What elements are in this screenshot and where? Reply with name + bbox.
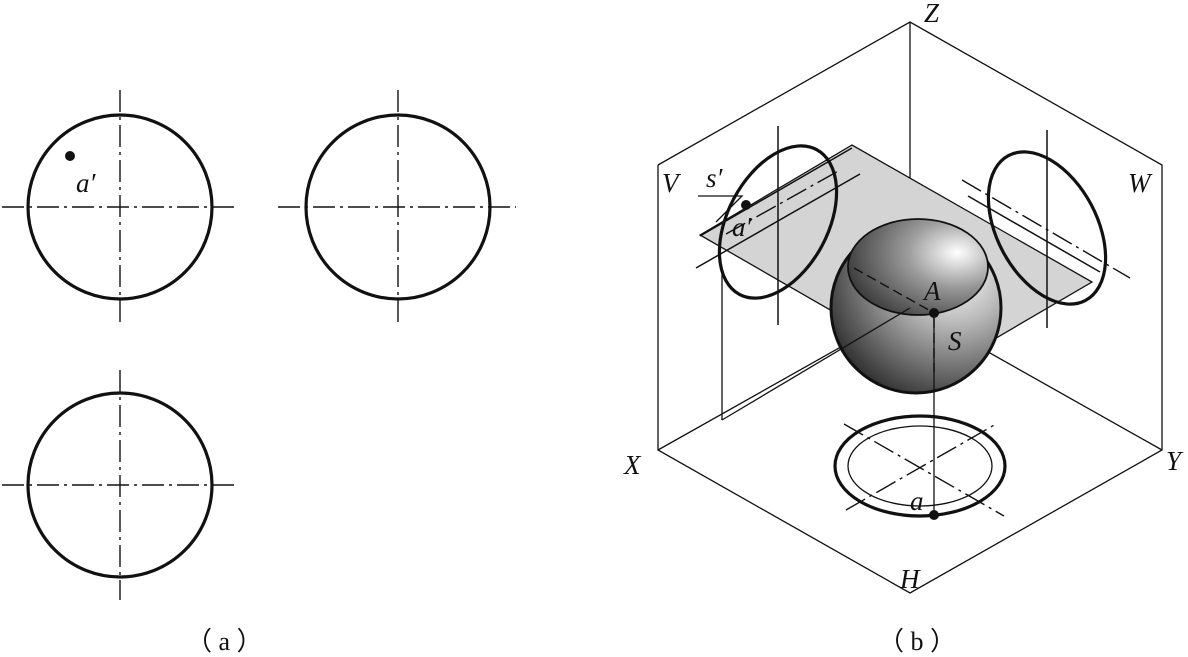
- axis-x-label: X: [623, 450, 642, 480]
- point-a-label: a: [910, 486, 924, 516]
- point-A-dot: [929, 308, 939, 318]
- w-plane-projection: [961, 130, 1131, 328]
- point-S-label: S: [948, 326, 962, 356]
- sphere: [829, 218, 1003, 395]
- v-point-a-prime-dot: [741, 200, 751, 210]
- h-centerline-2: [843, 423, 1005, 517]
- axis-z-label: Z: [924, 0, 940, 28]
- v-section-line: [699, 147, 853, 237]
- h-centerline-1: [845, 423, 997, 511]
- side-view: [278, 90, 516, 322]
- sphere-section-cap: [847, 218, 989, 316]
- v-projection-ellipse: [717, 144, 839, 300]
- h-projection-ellipse: [833, 414, 1007, 518]
- h-plane-projection: a: [833, 414, 1007, 520]
- figure-a: a′ （ a ）: [2, 90, 516, 656]
- s-prime-label: s′: [706, 163, 724, 193]
- A-hidden-line: [853, 267, 935, 314]
- s-prime-leader: [698, 195, 744, 223]
- point-a-prime-label: a′: [76, 168, 97, 198]
- plane-h-label: H: [899, 564, 921, 594]
- figure-b: s′ a′ A S a Z X Y: [623, 0, 1184, 656]
- plane-w-label: W: [1128, 168, 1153, 198]
- v-plane-projection: s′ a′: [695, 126, 861, 325]
- w-horizontal-line: [967, 195, 1101, 273]
- w-centerline: [961, 179, 1131, 279]
- axis-y-label: Y: [1166, 446, 1184, 476]
- h-section-ellipse: [847, 425, 993, 507]
- v-horizontal-line: [695, 173, 861, 269]
- front-view: a′: [2, 90, 236, 322]
- projector-h-left: [721, 307, 911, 421]
- caption-b: （ b ）: [878, 627, 956, 656]
- point-A-label: A: [922, 276, 941, 306]
- v-centerline: [725, 169, 841, 235]
- caption-a: （ a ）: [186, 627, 263, 656]
- plane-v-label: V: [662, 168, 682, 198]
- point-a-dot: [929, 510, 939, 520]
- w-projection-ellipse: [986, 150, 1108, 306]
- top-view: [2, 370, 236, 600]
- v-a-prime-label: a′: [732, 212, 753, 242]
- point-a-prime-dot: [65, 151, 75, 161]
